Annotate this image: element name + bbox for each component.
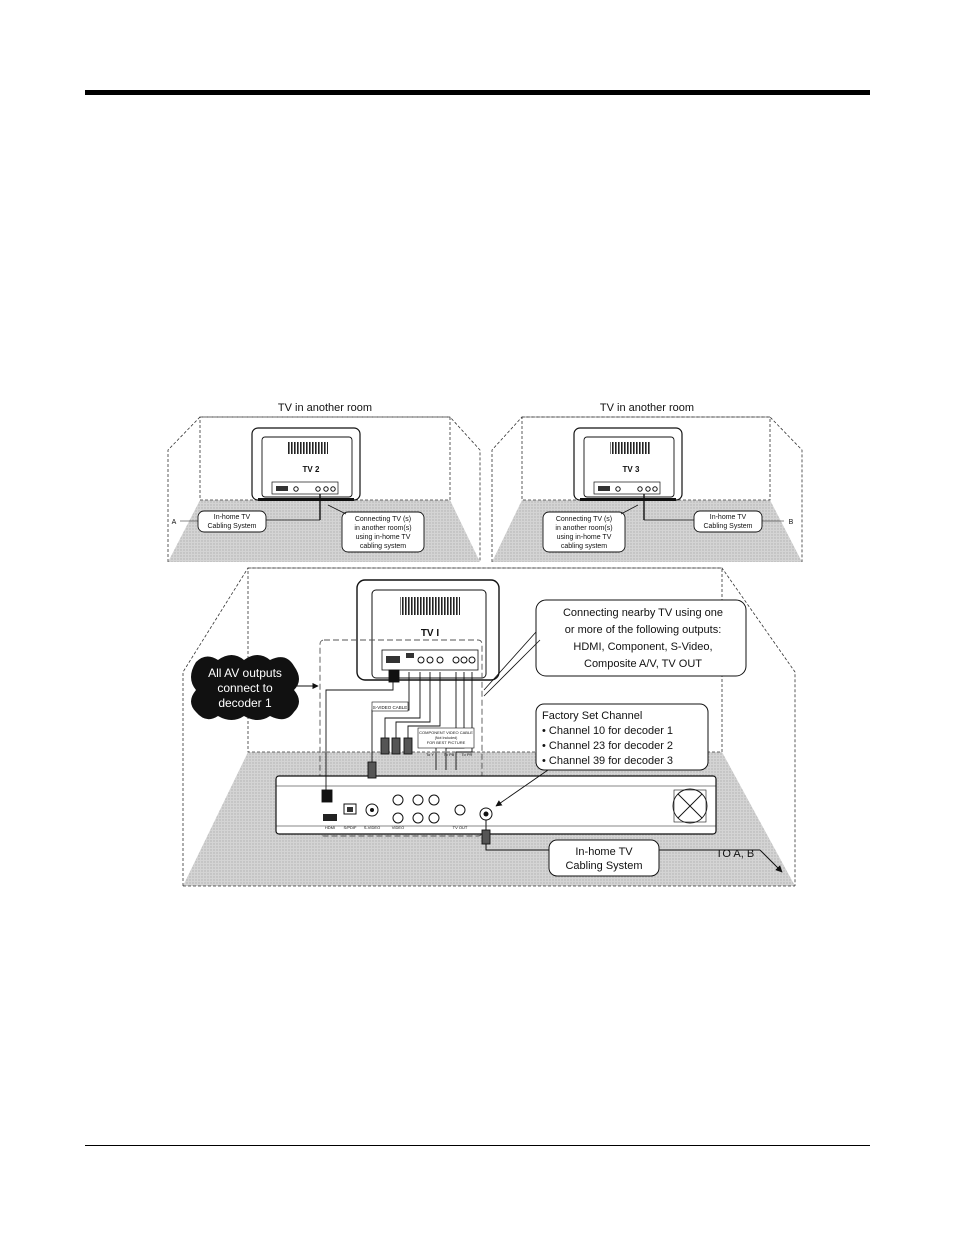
component-target-pr: To PR (462, 752, 473, 757)
left-connect-line-1: Connecting TV (s) (355, 516, 411, 523)
room-left-title: TV in another room (278, 402, 372, 414)
right-cabling-callout (693, 510, 763, 533)
tv-1: TV I (356, 579, 500, 681)
footer-rule (85, 1145, 870, 1146)
port-hdmi-label: HDMI (325, 825, 335, 830)
main-cabling-line-2: Cabling System (565, 860, 642, 872)
point-b-label: B (789, 519, 794, 526)
component-target-y: To Y (426, 752, 434, 757)
left-connect-line-4: cabling system (360, 543, 406, 550)
component-cable-line-2: (Not Included) (435, 736, 458, 740)
room-right-title: TV in another room (600, 402, 694, 414)
right-connect-line-3: using in-home TV (557, 534, 612, 541)
port-svideo-label: S-VIDEO (364, 825, 380, 830)
header-rule (85, 90, 870, 95)
factory-channel-callout: Factory Set Channel • Channel 10 for dec… (495, 703, 709, 807)
port-spdif-label: S/PDIF (344, 825, 357, 830)
right-connect-line-1: Connecting TV (s) (556, 516, 612, 523)
factory-line-3: • Channel 23 for decoder 2 (542, 740, 673, 752)
connection-area (319, 639, 483, 837)
point-a-label: A (172, 519, 177, 526)
tv-2: TV 2 (251, 427, 361, 501)
main-cabling-line-1: In-home TV (575, 846, 633, 858)
left-connect-line-2: in another room(s) (354, 525, 411, 532)
room-right: TV in another room TV 3 B In-home TV Cab… (491, 402, 803, 562)
port-tvout-label: TV OUT (453, 825, 468, 830)
room-main: TV I (182, 567, 796, 887)
left-cabling-line-2: Cabling System (207, 523, 256, 530)
av-badge-line-2: connect to (217, 681, 273, 695)
factory-line-4: • Channel 39 for decoder 3 (542, 755, 673, 767)
right-cabling-line-1: In-home TV (710, 514, 747, 521)
tv-2-label: TV 2 (303, 465, 320, 474)
right-connect-line-4: cabling system (561, 543, 607, 550)
tv-1-label: TV I (421, 628, 440, 639)
av-badge-line-3: decoder 1 (218, 696, 272, 710)
left-connect-callout (341, 511, 425, 553)
nearby-line-1: Connecting nearby TV using one (563, 607, 723, 619)
decoder-rear-panel: HDMI S/PDIF S-VIDEO VIDEO TV OUT (275, 775, 717, 835)
tv-3-label: TV 3 (623, 465, 640, 474)
av-outputs-badge: All AV outputs connect to decoder 1 (191, 655, 299, 720)
to-a-b-label: TO A, B (716, 848, 754, 860)
left-connect-line-3: using in-home TV (356, 534, 411, 541)
left-cabling-callout (197, 510, 267, 533)
port-video-label: VIDEO (392, 825, 404, 830)
nearby-tv-callout: Connecting nearby TV using one or more o… (483, 599, 747, 697)
svideo-cable-label: S-VIDEO CABLE (373, 705, 408, 710)
av-badge-line-1: All AV outputs (208, 666, 282, 680)
component-cable-line-1: COMPONENT VIDEO CABLE (419, 730, 473, 735)
room-left: TV in another room TV 2 A In-home TV Cab… (167, 402, 481, 562)
factory-line-2: • Channel 10 for decoder 1 (542, 725, 673, 737)
nearby-line-2: or more of the following outputs: (565, 624, 722, 636)
right-connect-line-2: in another room(s) (555, 525, 612, 532)
nearby-line-3: HDMI, Component, S-Video, (573, 641, 712, 653)
component-cable-line-3: FOR BEST PICTURE (427, 740, 466, 745)
left-cabling-line-1: In-home TV (214, 514, 251, 521)
component-target-pb: To PB (444, 752, 455, 757)
tv-3: TV 3 (573, 427, 683, 501)
right-connect-callout (542, 511, 626, 553)
factory-line-1: Factory Set Channel (542, 710, 642, 722)
right-cabling-line-2: Cabling System (703, 523, 752, 530)
nearby-line-4: Composite A/V, TV OUT (584, 658, 702, 670)
main-cabling-callout: In-home TV Cabling System (548, 839, 660, 877)
